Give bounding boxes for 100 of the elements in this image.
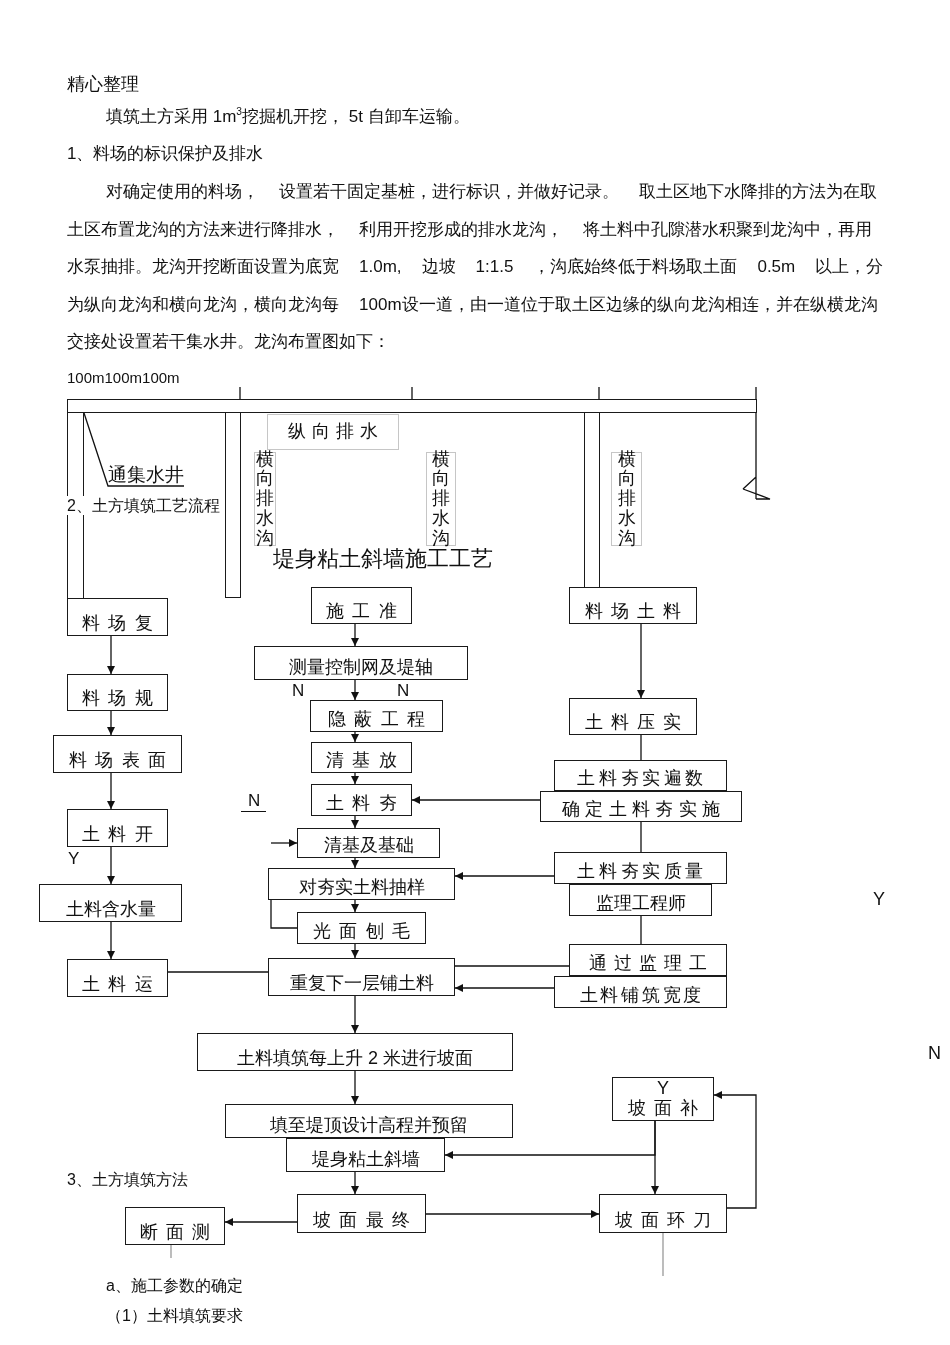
arrow [425,1210,600,1218]
arrow [713,1091,757,1209]
process-box [311,742,412,773]
longitudinal-drain [67,399,757,413]
step-label: 坡面最终 [313,1210,418,1230]
body-text: 填筑土方采用 1m$^{3}$挖掘机开挖， 5t 自卸车运输。 [106,107,470,128]
process-box [286,1138,445,1172]
callout-label: 通集水井 [108,463,184,486]
arrow [107,846,115,885]
step-label: 土料填筑每上升 2 米进行坡面 [237,1048,473,1068]
process-box [297,828,440,858]
arrow [411,796,541,804]
step-label: 坡面环刀 [614,1210,720,1230]
process-box [297,912,426,944]
process-box [67,959,168,997]
transverse-drain [584,412,600,588]
process-box [310,700,443,732]
arrow [351,857,359,869]
step-label: 清基放 [326,750,405,770]
branch-label: N [241,791,267,813]
transverse-drain [225,412,241,598]
step-label: 土料夯实质量 [577,861,708,881]
arrow [637,623,645,699]
subsection-heading: a、施工参数的确定 [106,1276,243,1296]
section-heading: 2、土方填筑工艺流程 [67,496,220,516]
process-box [311,587,412,624]
arrow [351,772,359,785]
arrow [351,899,359,913]
step-label: 土料夯 [326,793,405,813]
step-label: 土料压实 [584,712,690,732]
arrow [351,731,359,743]
step-label: 通过监理工 [588,953,715,973]
arrow [351,995,359,1034]
process-box [569,698,697,735]
connector-line [454,965,570,967]
connector-line [270,899,298,929]
step-label: 料场复 [82,613,161,633]
page-header: 精心整理 [67,74,139,96]
arrow [454,872,555,880]
branch-label: N [397,681,410,702]
arrow [454,984,555,992]
step-label: 料场土料 [584,601,690,621]
step-label: 光面刨毛 [313,921,418,941]
arrow [351,1070,359,1105]
connector-line [167,971,269,973]
drain-label: 纵向排水 [287,422,385,442]
step-label: 重复下一层铺土料 [289,973,434,993]
step-label: 土料运 [82,974,161,994]
section-heading: 1、料场的标识保护及排水 [67,144,264,165]
step-label: 土料铺筑宽度 [579,985,704,1005]
step-label: 料场规 [82,688,161,708]
step-label: 土料含水量 [65,899,156,919]
arrow [107,921,115,960]
subsection-heading: （1）土料填筑要求 [106,1306,243,1326]
process-box [569,884,712,916]
process-box [311,784,412,816]
arrow [224,1218,298,1226]
process-box [67,809,168,847]
drain-label-box [426,452,456,546]
step-label: 堤身粘土斜墙 [311,1149,420,1169]
process-box [268,868,455,900]
branch-label: N [292,681,305,702]
step-label: 对夯实土料抽样 [298,877,425,897]
step-label: 施工准 [326,601,405,621]
drain-label: 横向排水沟 [617,449,636,549]
connector-line [640,821,642,853]
process-box [39,884,182,922]
arrow [351,623,359,647]
arrow [351,815,359,829]
process-box [554,976,727,1008]
drain-label: 横向排水沟 [256,449,274,548]
process-box [67,674,168,711]
step-label: 监理工程师 [595,893,686,913]
connector-line [662,1232,664,1277]
process-box [554,760,727,791]
step-label: 清基及基础 [323,835,414,855]
arrow [444,1120,656,1159]
step-label: 料场表面 [69,750,174,770]
process-box [197,1033,513,1071]
dimension-label: 100m100m100m [67,369,180,387]
drain-label-box [611,452,642,546]
arrow [351,1171,359,1195]
connector-line [640,915,642,945]
process-box [569,944,727,976]
process-box [569,587,697,624]
process-box [53,735,182,773]
arrow [107,635,115,675]
connector-line [640,734,642,761]
step-label: 土料夯实遍数 [577,768,708,788]
flowchart-title: 堤身粘土斜墙施工工艺 [273,546,493,573]
arrow [107,710,115,736]
leader-line [83,412,185,487]
process-box [540,791,742,822]
process-box [554,852,727,884]
step-label: Y [657,1079,678,1099]
step-label: 土料开 [82,824,161,844]
step-label: 断面测 [139,1222,219,1242]
connector-line [170,1244,172,1259]
arrow [351,943,359,959]
branch-label: Y [873,889,885,911]
